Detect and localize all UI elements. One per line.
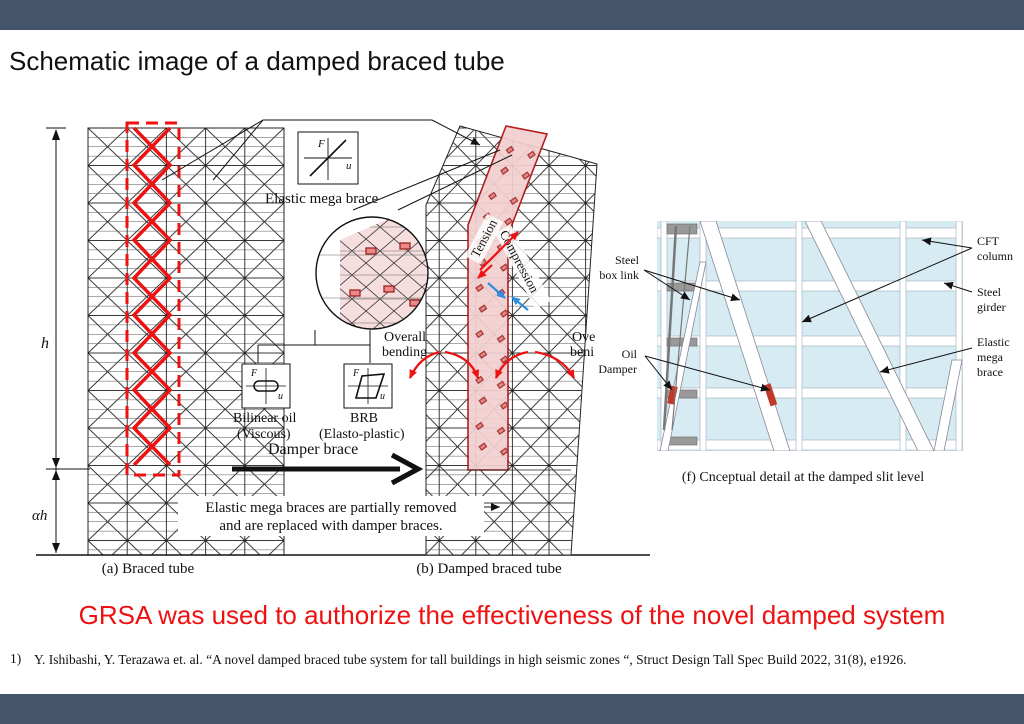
bilinear-oil-label: Bilinear oil [233, 411, 296, 426]
damper-mark [499, 309, 509, 318]
elastic-fu-diagram: F u [297, 131, 359, 185]
damper-mark [496, 334, 506, 344]
replacement-note: Elastic mega braces are partially remove… [178, 496, 500, 536]
damper-mark [504, 217, 513, 226]
slide-tagline: GRSA was used to authorize the effective… [78, 600, 946, 630]
reference-number: 1) [10, 651, 22, 666]
damper-zone-frame [125, 121, 181, 477]
note-line1: Elastic mega braces are partially remove… [205, 500, 457, 516]
caption-f: (f) Cnceptual detail at the damped slit … [682, 470, 924, 485]
damper-brace-label: Damper brace [268, 441, 358, 458]
damper-mark [521, 171, 531, 180]
damper-mark [505, 145, 515, 155]
damper-mark [488, 191, 497, 201]
alpha-h-label: αh [32, 508, 47, 524]
damper-mark [478, 442, 488, 451]
damper-mark [527, 150, 536, 160]
magnified-detail-circle [315, 216, 429, 330]
brb-label: BRB [350, 411, 378, 426]
oil-axis-f: F [250, 368, 258, 379]
steel-box-link-line1: Steel [615, 253, 640, 267]
header-bar [0, 0, 1024, 30]
damper-mark [478, 350, 488, 359]
slide-title: Schematic image of a damped braced tube [9, 46, 505, 76]
leader-lines [161, 119, 513, 363]
damper-mark [478, 304, 488, 313]
damper-mark [475, 283, 485, 293]
viscous-label: (Viscous) [237, 427, 291, 442]
steel-girder-line1: Steel [977, 285, 1002, 299]
oil-damper-line1: Oil [622, 347, 638, 361]
overall-bending-line1: Overall [384, 330, 426, 345]
transition-arrow [232, 452, 424, 486]
axis-u-label: u [346, 160, 352, 172]
damper-mark [496, 380, 506, 390]
damper-mark [499, 263, 509, 272]
brb-axis-f: F [352, 368, 360, 379]
damper-mark [500, 166, 509, 175]
footer-bar [0, 694, 1024, 724]
brb-axis-u: u [380, 391, 385, 402]
overall-bending-right-line1: Ove [572, 330, 595, 345]
damper-mark [499, 355, 509, 364]
elastic-mega-brace-f-line3: brace [977, 365, 1003, 379]
elasto-plastic-label: (Elasto-plastic) [319, 427, 405, 442]
braced-tube-a [87, 121, 285, 556]
damped-braced-tube-figure: h αh (a) Braced tube (b) Damped braced t… [32, 119, 1013, 577]
bending-arrows [408, 350, 576, 379]
note-line2: and are replaced with damper braces. [219, 518, 442, 534]
damper-mark [478, 396, 488, 405]
axis-f-label: F [317, 138, 325, 150]
oil-damper-fu-diagram: F u [241, 363, 291, 409]
steel-girder-line2: girder [977, 300, 1006, 314]
cft-column-line1: CFT [977, 234, 1000, 248]
elastic-mega-brace-f-line1: Elastic [977, 335, 1010, 349]
caption-b: (b) Damped braced tube [416, 561, 562, 577]
reference-citation: Y. Ishibashi, Y. Terazawa et. al. “A nov… [34, 652, 907, 667]
damper-mark [499, 447, 509, 456]
h-label: h [41, 335, 49, 352]
steel-box-link-line2: box link [599, 268, 639, 282]
overall-bending-right-line2: beni [570, 345, 594, 360]
elastic-mega-brace-label: Elastic mega brace [265, 191, 379, 207]
cft-column-line2: column [977, 249, 1013, 263]
caption-a: (a) Braced tube [102, 561, 195, 577]
damper-mark [509, 196, 519, 206]
overall-bending-line2: bending [382, 345, 427, 360]
damped-braced-tube-b [425, 125, 598, 556]
elastic-mega-brace-f-line2: mega [977, 350, 1004, 364]
damper-mark [475, 329, 485, 339]
oil-axis-u: u [278, 391, 283, 402]
oil-damper-line2: Damper [598, 362, 637, 376]
brb-fu-diagram: F u [343, 363, 393, 409]
damper-mark [475, 421, 485, 431]
conceptual-detail-f: Steel box link Oil Damper CFT column Ste… [598, 221, 1013, 451]
damper-mark [496, 426, 506, 436]
damper-mark [499, 401, 509, 410]
